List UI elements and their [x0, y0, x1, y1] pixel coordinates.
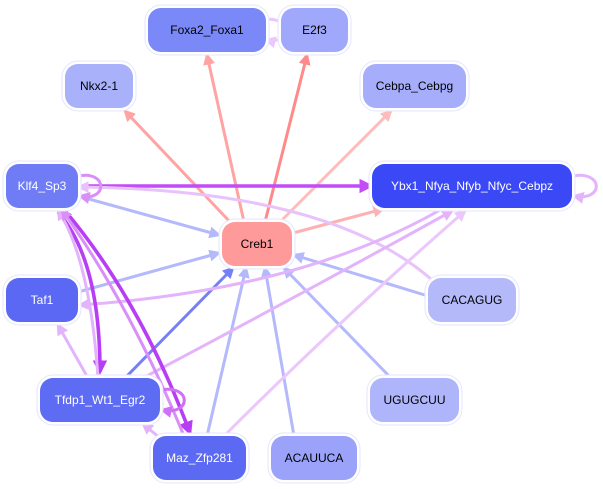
node-label: Creb1 — [241, 237, 274, 251]
edge-acauuca-to-creb1 — [260, 265, 296, 437]
node-cebpa-cebpg[interactable]: Cebpa_Cebpg — [359, 60, 470, 112]
edge-creb1-to-nkx2-1 — [123, 109, 234, 226]
node-box — [65, 64, 133, 108]
edge-tfdp1-wt1-egr2-to-taf1 — [56, 322, 90, 379]
edge-creb1-to-foxa2-foxa1 — [203, 52, 246, 223]
edge-taf1-to-creb1 — [77, 249, 222, 294]
node-label: Maz_Zfp281 — [166, 451, 233, 465]
node-klf4-sp3[interactable]: Klf4_Sp3 — [2, 160, 82, 212]
node-box — [281, 8, 348, 52]
node-nkx2-1[interactable]: Nkx2-1 — [61, 60, 137, 112]
node-label: Nkx2-1 — [80, 79, 118, 93]
node-cacagug[interactable]: CACAGUG — [424, 274, 520, 326]
node-maz-zfp281[interactable]: Maz_Zfp281 — [149, 432, 250, 484]
node-box — [222, 222, 292, 266]
node-box — [370, 378, 459, 422]
edge-maz-zfp281-to-ybx1-nfya-nfyb-nfyc-cebpz — [222, 209, 467, 438]
node-label: ACAUUCA — [285, 451, 344, 465]
edge-tfdp1-wt1-egr2-to-klf4-sp3 — [56, 207, 100, 379]
edge-klf4-sp3-to-maz-zfp281 — [64, 210, 193, 436]
edge-ybx1-nfya-nfyb-nfyc-cebpz-to-taf1 — [77, 208, 441, 311]
edge-creb1-to-ybx1-nfya-nfyb-nfyc-cebpz — [292, 205, 386, 235]
edge-creb1-to-cebpa-cebpg — [278, 109, 393, 224]
edge-ugugcuu-to-creb1 — [282, 266, 393, 380]
node-label: CACAGUG — [442, 293, 503, 307]
node-label: E2f3 — [302, 23, 327, 37]
node-box — [428, 278, 516, 322]
node-label: Cebpa_Cebpg — [376, 79, 453, 93]
node-box — [6, 278, 78, 322]
node-box — [271, 436, 357, 480]
node-label: UGUGCUU — [384, 393, 446, 407]
node-tfdp1-wt1-egr2[interactable]: Tfdp1_Wt1_Egr2 — [36, 374, 164, 426]
node-label: Ybx1_Nfya_Nfyb_Nfyc_Cebpz — [391, 179, 553, 193]
edge-tfdp1-wt1-egr2-to-tfdp1-wt1-egr2 — [159, 387, 186, 418]
node-e2f3[interactable]: E2f3 — [277, 4, 352, 56]
edge-klf4-sp3-to-klf4-sp3 — [77, 173, 103, 204]
edge-tfdp1-wt1-egr2-to-creb1 — [123, 266, 235, 380]
edge-ybx1-nfya-nfyb-nfyc-cebpz-to-ybx1-nfya-nfyb-nfyc-cebpz — [571, 173, 598, 204]
edge-creb1-to-e2f3 — [263, 52, 311, 223]
edge-tfdp1-wt1-egr2-to-ybx1-nfya-nfyb-nfyc-cebpz — [142, 209, 455, 380]
node-foxa2-foxa1[interactable]: Foxa2_Foxa1 — [144, 4, 270, 56]
node-ugugcuu[interactable]: UGUGCUU — [366, 374, 463, 426]
node-box — [153, 436, 246, 480]
node-label: Foxa2_Foxa1 — [170, 23, 244, 37]
node-acauuca[interactable]: ACAUUCA — [267, 432, 361, 484]
edge-maz-zfp281-to-klf4-sp3 — [60, 208, 186, 437]
edge-maz-zfp281-to-creb1 — [205, 265, 250, 437]
node-box — [363, 64, 466, 108]
node-box — [6, 164, 78, 208]
node-taf1[interactable]: Taf1 — [2, 274, 82, 326]
node-creb1[interactable]: Creb1 — [218, 218, 296, 270]
node-box — [372, 164, 572, 208]
node-ybx1-nfya-nfyb-nfyc-cebpz[interactable]: Ybx1_Nfya_Nfyb_Nfyc_Cebpz — [368, 160, 576, 212]
node-label: Tfdp1_Wt1_Egr2 — [55, 393, 146, 407]
node-label: Taf1 — [31, 293, 54, 307]
node-box — [148, 8, 266, 52]
node-label: Klf4_Sp3 — [18, 179, 67, 193]
node-box — [40, 378, 160, 422]
edge-cacagug-to-klf4-sp3 — [76, 181, 433, 282]
edges-layer — [56, 17, 598, 440]
edge-klf4-sp3-to-creb1 — [77, 194, 222, 239]
